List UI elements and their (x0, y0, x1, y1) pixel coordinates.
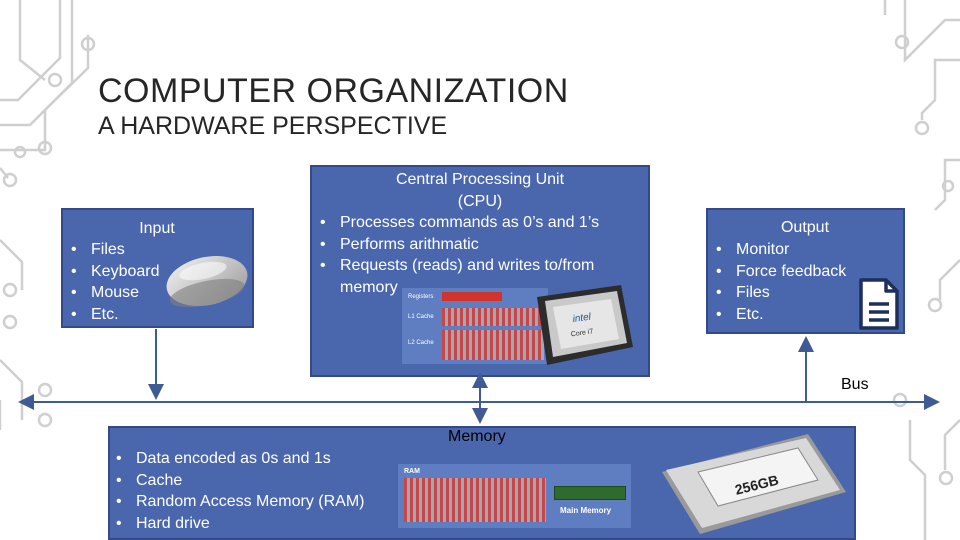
chip-model: Core i7 (570, 328, 593, 338)
cpu-chip-icon: intel Core i7 (537, 285, 633, 365)
ram-diagram: RAM Main Memory (398, 464, 631, 528)
list-item: Etc. (714, 304, 846, 326)
list-item: Cache (114, 470, 365, 492)
output-list: Monitor Force feedback Files Etc. (714, 239, 846, 325)
list-item: Data encoded as 0s and 1s (114, 448, 365, 470)
main-memory-label: Main Memory (560, 506, 612, 515)
list-item: Keyboard (69, 261, 160, 283)
ram-label: RAM (404, 468, 420, 475)
bus-label: Bus (841, 376, 869, 393)
list-item: Etc. (69, 304, 160, 326)
list-item: Mouse (69, 282, 160, 304)
input-list: Files Keyboard Mouse Etc. (69, 239, 160, 325)
cpu-box-title-line2: (CPU) (457, 193, 503, 210)
memory-list: Data encoded as 0s and 1s Cache Random A… (114, 448, 365, 534)
slide-subtitle: A HARDWARE PERSPECTIVE (98, 112, 448, 140)
output-box-title: Output (780, 219, 830, 236)
list-item: Monitor (714, 239, 846, 261)
input-box-title: Input (139, 220, 175, 237)
list-item: Hard drive (114, 513, 365, 535)
list-item: Processes commands as 0’s and 1’s (318, 212, 640, 234)
list-item: Files (714, 282, 846, 304)
list-item: Force feedback (714, 261, 846, 283)
list-item: Random Access Memory (RAM) (114, 491, 365, 513)
chip-brand: intel (572, 312, 592, 326)
slide-title: COMPUTER ORGANIZATION (98, 72, 569, 110)
list-item: Requests (reads) and writes to/from memo… (318, 255, 640, 298)
mouse-icon (166, 256, 248, 308)
list-item: Files (69, 239, 160, 261)
document-icon (859, 278, 899, 330)
list-item: Performs arithmatic (318, 234, 640, 256)
ssd-drive-icon: 256GB (662, 434, 846, 534)
cpu-list: Processes commands as 0’s and 1’s Perfor… (318, 212, 640, 298)
cache-label-l1: L1 Cache (408, 314, 434, 320)
cache-label-registers: Registers (408, 294, 434, 300)
cache-label-l2: L2 Cache (408, 340, 434, 346)
memory-box-title: Memory (448, 428, 506, 445)
cache-diagram: Registers L1 Cache L2 Cache (402, 288, 548, 364)
cpu-box-title-line1: Central Processing Unit (395, 171, 565, 188)
